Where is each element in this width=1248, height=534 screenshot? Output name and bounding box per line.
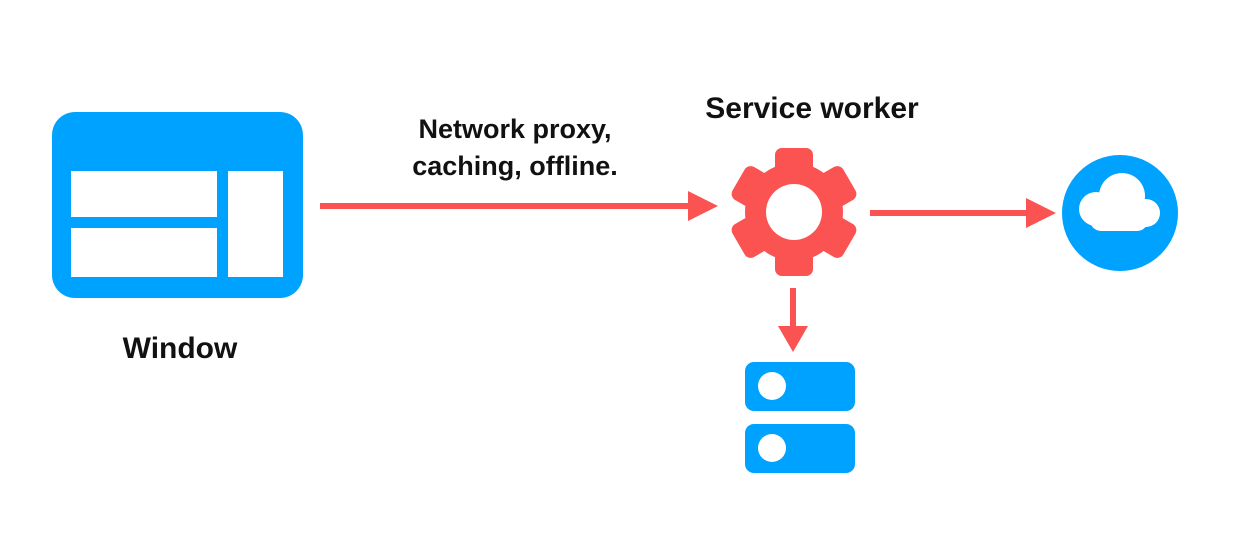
database-led-top xyxy=(758,372,786,400)
edge-window-to-service-worker: Network proxy, caching, offline. xyxy=(320,114,718,221)
edge-label-line2: caching, offline. xyxy=(412,151,618,181)
node-service-worker[interactable]: Service worker xyxy=(705,92,919,276)
arrowhead-sw-cache-icon xyxy=(778,326,808,352)
edge-label-line1: Network proxy, xyxy=(418,114,611,144)
window-panel-bottom-left xyxy=(71,228,217,277)
node-window[interactable]: Window xyxy=(52,112,303,365)
cloud-icon xyxy=(1062,155,1178,271)
arrowhead-window-sw-icon xyxy=(688,191,718,221)
edge-service-worker-to-cache xyxy=(778,288,808,352)
window-panel-top-left xyxy=(71,171,217,217)
gear-icon xyxy=(731,148,857,276)
node-network[interactable] xyxy=(1062,155,1178,271)
arrowhead-sw-network-icon xyxy=(1026,198,1056,228)
window-label: Window xyxy=(123,332,238,365)
service-worker-label: Service worker xyxy=(705,92,919,125)
database-icon xyxy=(745,362,855,473)
database-led-bottom xyxy=(758,434,786,462)
node-cache-storage[interactable] xyxy=(745,362,855,473)
cloud-glyph xyxy=(1079,173,1160,231)
window-panel-right xyxy=(228,171,283,277)
edge-service-worker-to-network xyxy=(870,198,1056,228)
browser-window-icon xyxy=(52,112,303,298)
